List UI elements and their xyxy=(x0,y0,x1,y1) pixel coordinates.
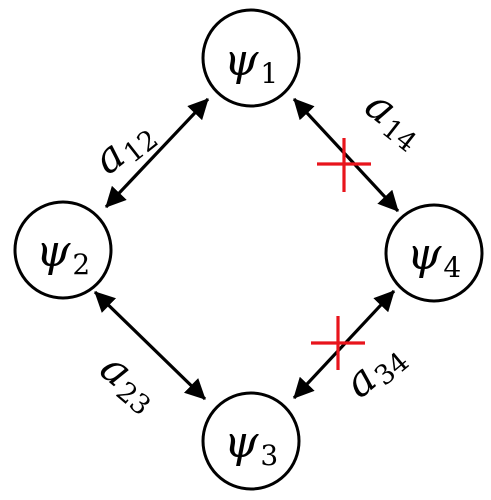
edge-a14: a14 xyxy=(292,80,435,213)
edge-a12-label: a12 xyxy=(84,107,164,186)
edge-a12: a12 xyxy=(84,97,210,209)
edge-a23: a23 xyxy=(91,290,207,422)
node-psi3: ψ3 xyxy=(201,391,301,491)
edge-a34: a34 xyxy=(292,289,415,407)
node-psi2: ψ2 xyxy=(13,200,113,300)
node-psi3-label: ψ3 xyxy=(224,417,278,472)
edge-a23-arrow xyxy=(93,290,207,401)
node-psi4: ψ4 xyxy=(384,203,484,303)
svg-text:a14: a14 xyxy=(355,80,435,159)
node-psi2-label: ψ2 xyxy=(36,226,90,281)
node-psi1: ψ1 xyxy=(201,8,301,108)
cut-mark-a14 xyxy=(317,138,371,192)
node-psi1-label: ψ1 xyxy=(224,35,278,90)
edge-a14-label: a14 xyxy=(355,80,435,159)
edge-a12-arrow xyxy=(104,97,210,209)
cut-mark-a34 xyxy=(311,316,365,370)
edge-a14-arrow xyxy=(292,97,400,213)
node-psi4-label: ψ4 xyxy=(407,229,461,284)
svg-text:a12: a12 xyxy=(84,107,164,186)
